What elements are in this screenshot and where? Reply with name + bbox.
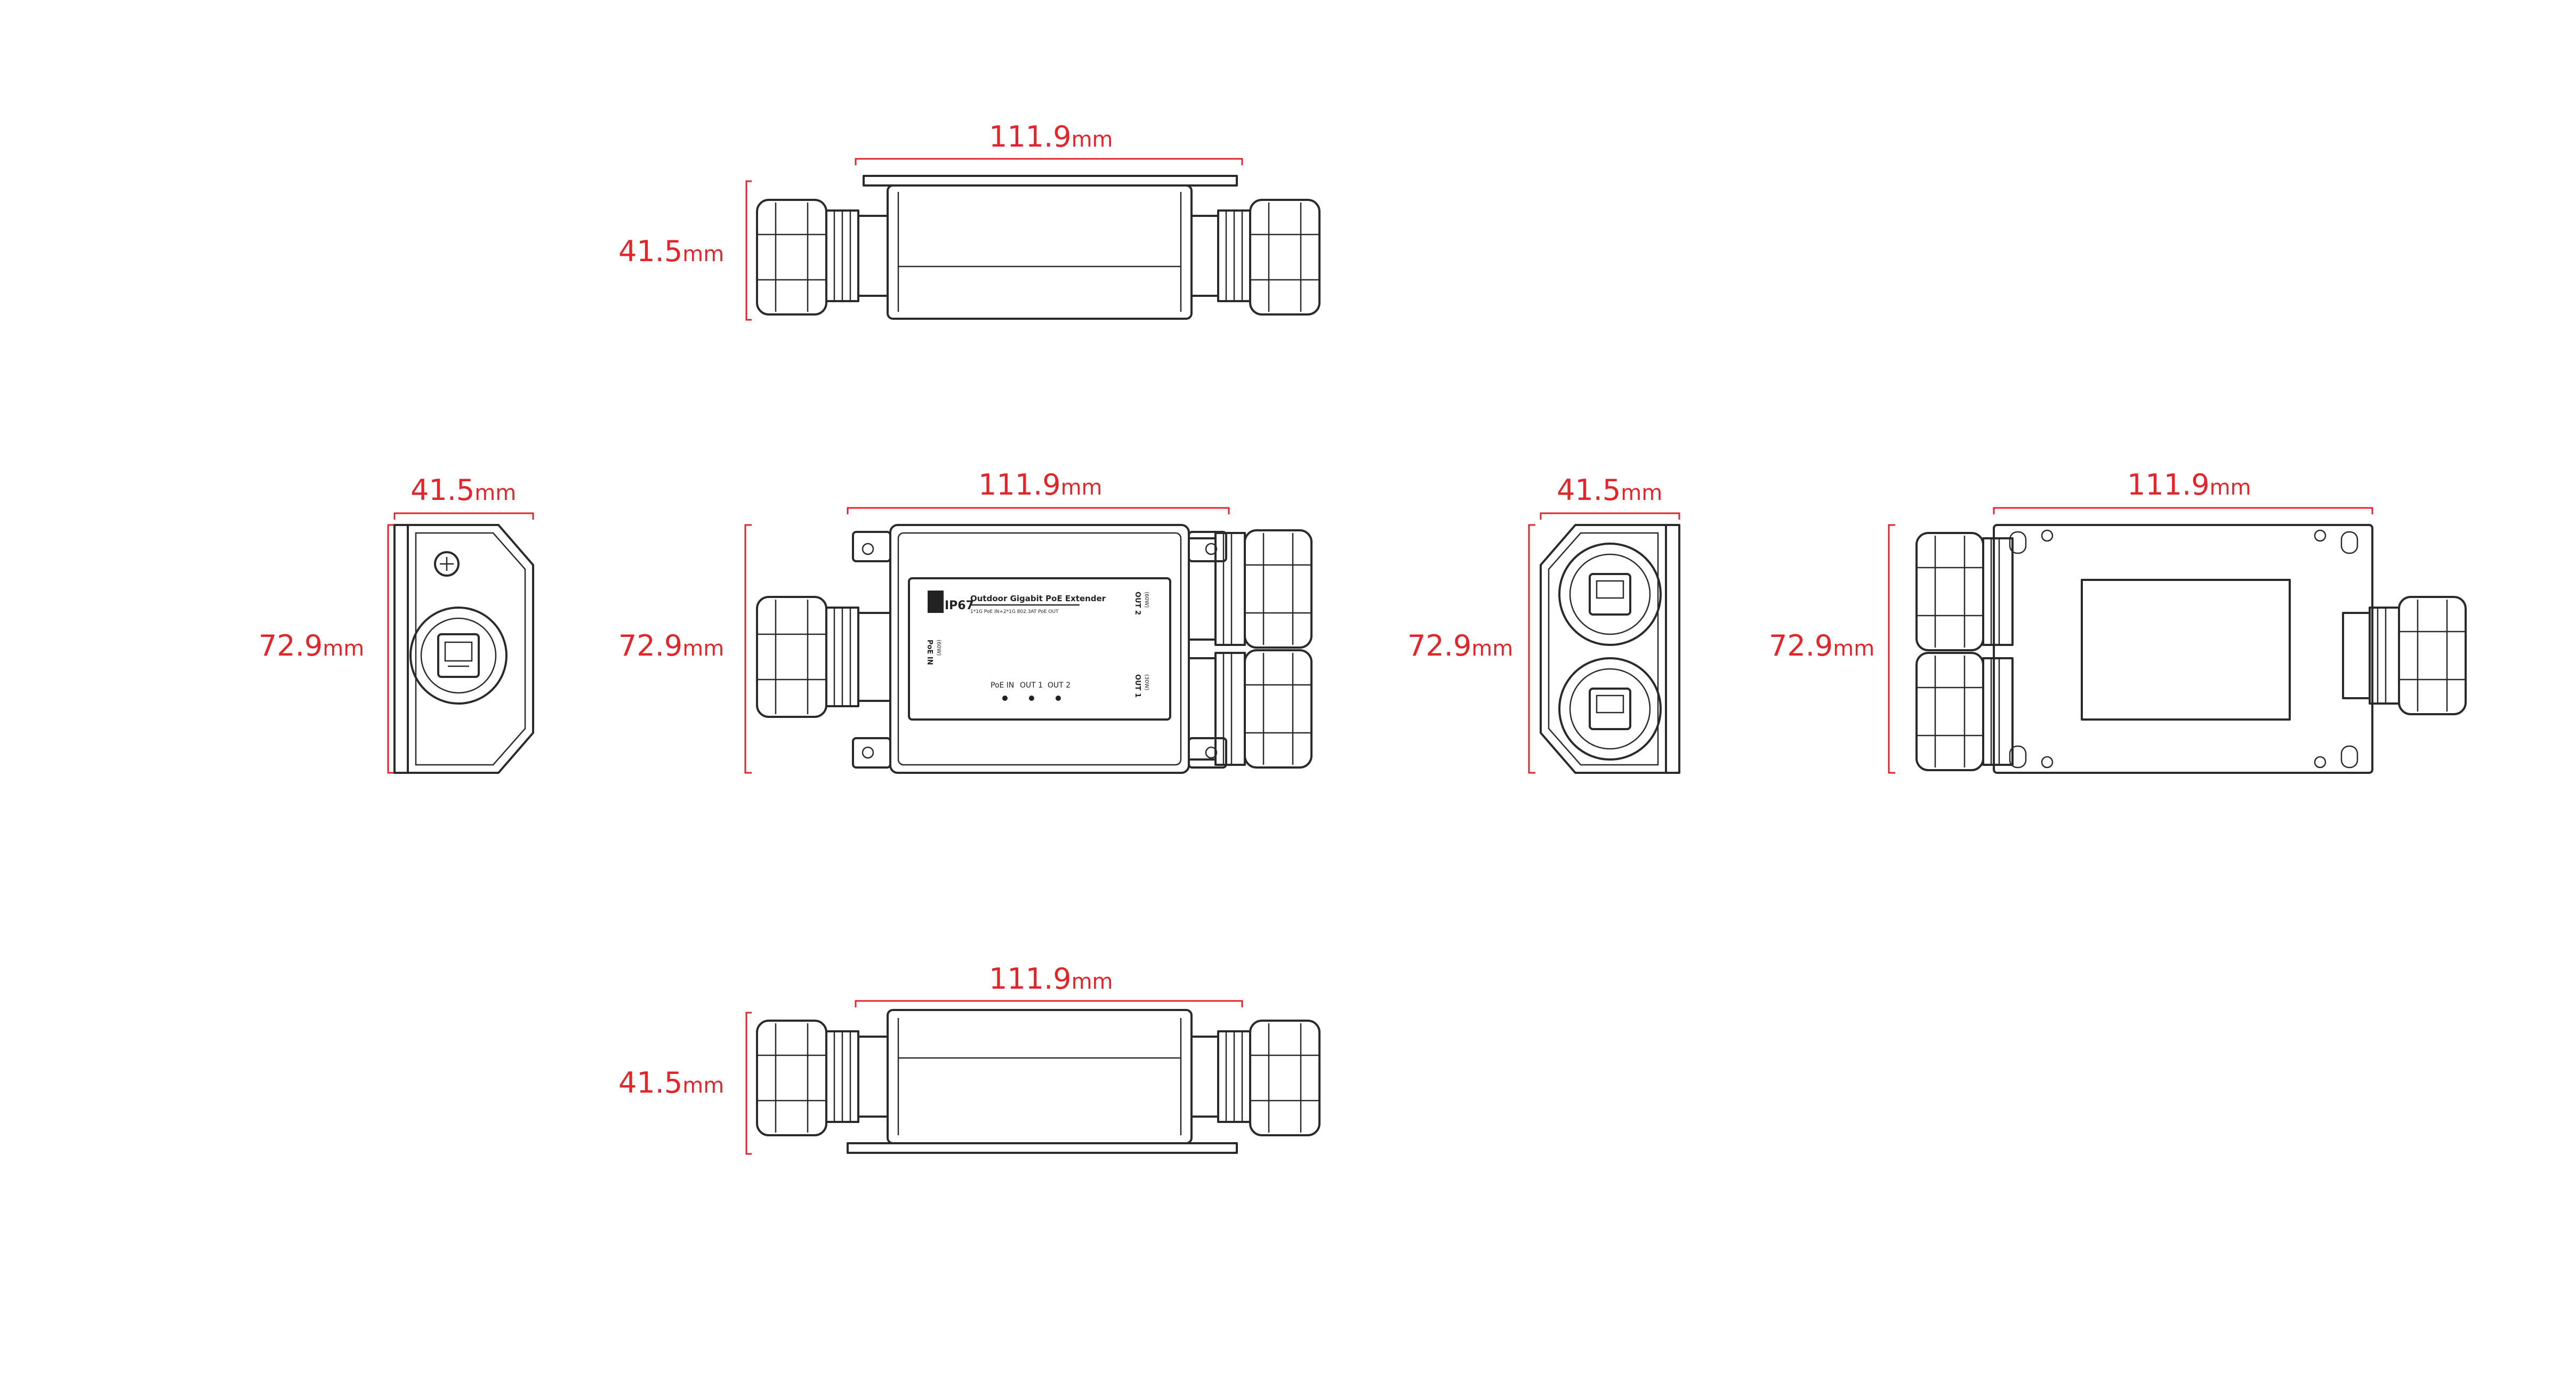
front-height-unit: mm: [682, 636, 724, 661]
svg-text:41.5mm: 41.5mm: [1557, 473, 1662, 507]
side-out2-label: OUT 2: [1133, 592, 1141, 615]
side-in-label: PoE IN: [925, 640, 933, 665]
port-out1-label: OUT 1: [1020, 681, 1043, 690]
side-out1-label: OUT 1: [1133, 674, 1141, 698]
front-length-value: 111.9: [978, 468, 1061, 502]
svg-text:111.9mm: 111.9mm: [2127, 468, 2251, 502]
bottom-view: 111.9mm 41.5mm: [618, 962, 1321, 1155]
top-view: 111.9mm 41.5mm: [618, 120, 1321, 321]
top-depth-unit: mm: [682, 242, 724, 266]
side-in-sub: (60W): [936, 640, 941, 656]
side-out2-sub: (60W): [1144, 592, 1149, 608]
svg-text:111.9mm: 111.9mm: [989, 962, 1113, 996]
bottom-depth-unit: mm: [682, 1073, 724, 1098]
svg-text:72.9mm: 72.9mm: [1407, 629, 1513, 662]
left-depth-unit: mm: [474, 481, 516, 505]
led-out2: [1056, 696, 1061, 701]
svg-text:41.5mm: 41.5mm: [410, 473, 516, 507]
left-height-unit: mm: [323, 636, 364, 661]
back-height-value: 72.9: [1769, 629, 1833, 662]
right-depth-unit: mm: [1621, 481, 1662, 505]
svg-text:72.9mm: 72.9mm: [1769, 629, 1874, 662]
back-height-unit: mm: [1833, 636, 1874, 661]
product-subtitle: 1*1G PoE IN+2*1G 802.3AT PoE OUT: [970, 609, 1059, 615]
right-height-unit: mm: [1471, 636, 1513, 661]
back-length-unit: mm: [2210, 475, 2251, 500]
top-length-unit: mm: [1072, 127, 1113, 152]
left-depth-value: 41.5: [410, 473, 474, 507]
right-side-view: 41.5mm 72.9mm: [1407, 473, 1680, 774]
front-length-unit: mm: [1061, 475, 1102, 500]
bottom-length-value: 111.9: [989, 962, 1072, 996]
svg-text:72.9mm: 72.9mm: [259, 629, 364, 662]
back-length-value: 111.9: [2127, 468, 2210, 502]
right-height-value: 72.9: [1407, 629, 1471, 662]
product-title: Outdoor Gigabit PoE Extender: [970, 594, 1106, 603]
svg-text:41.5mm: 41.5mm: [618, 235, 724, 268]
led-out1: [1029, 696, 1034, 701]
bottom-depth-value: 41.5: [618, 1066, 682, 1100]
left-height-value: 72.9: [259, 629, 323, 662]
front-height-value: 72.9: [618, 629, 682, 662]
svg-text:72.9mm: 72.9mm: [618, 629, 724, 662]
back-view: 111.9mm 72.9mm: [1769, 468, 2467, 774]
svg-text:111.9mm: 111.9mm: [989, 120, 1113, 153]
side-out1-sub: (30W): [1144, 674, 1149, 691]
bottom-length-unit: mm: [1072, 969, 1113, 994]
top-depth-value: 41.5: [618, 235, 682, 268]
left-side-view: 41.5mm 72.9mm: [259, 473, 534, 774]
svg-text:111.9mm: 111.9mm: [978, 468, 1102, 502]
svg-text:41.5mm: 41.5mm: [618, 1066, 724, 1100]
port-in-label: PoE IN: [991, 681, 1014, 690]
right-depth-value: 41.5: [1557, 473, 1621, 507]
top-length-value: 111.9: [989, 120, 1072, 153]
led-poe-in: [1002, 696, 1008, 701]
front-view: 111.9mm 72.9mm IP67 Outdoor Gigabit PoE …: [618, 468, 1313, 774]
port-out2-label: OUT 2: [1048, 681, 1070, 690]
ip-rating: IP67: [945, 599, 974, 612]
